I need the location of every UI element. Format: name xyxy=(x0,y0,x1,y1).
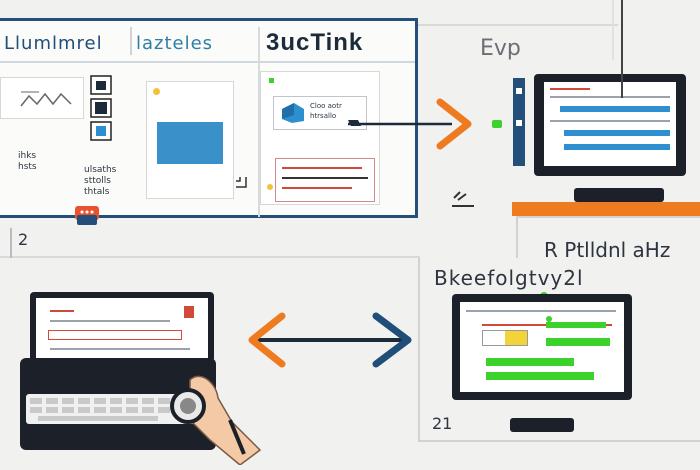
green-dot xyxy=(269,78,274,83)
monitor-label: Evp xyxy=(480,36,521,61)
image-thumbnail xyxy=(157,122,223,164)
laptop-line-2 xyxy=(50,348,190,350)
sync-bar-3 xyxy=(486,372,594,380)
sync-bar-small xyxy=(546,322,606,328)
screen-bar-2 xyxy=(564,130,670,136)
hand-icon xyxy=(160,370,270,470)
screen-line-1 xyxy=(550,96,670,98)
panel-title-left: Llumlmrel xyxy=(4,33,103,54)
sync-marker xyxy=(546,316,552,322)
cube-icon xyxy=(280,101,306,130)
monitor-stand xyxy=(574,188,664,202)
divider-left-mid xyxy=(10,228,12,258)
step-number-left: 2 xyxy=(18,230,29,249)
note-b: ulsaths sttolls thtals xyxy=(84,165,117,197)
divider-right-v xyxy=(516,216,518,258)
form-lines xyxy=(275,158,375,202)
sync-arrow xyxy=(248,312,412,368)
screen-bar-3 xyxy=(564,144,670,150)
banner-label: R Ptlldnl aHz xyxy=(544,238,671,262)
sync-panel xyxy=(418,258,700,442)
sync-bar-2 xyxy=(486,358,574,366)
arrow-right-top xyxy=(348,98,472,150)
panel-title-right: 3ucTink xyxy=(266,29,364,56)
divider-mid xyxy=(0,256,420,258)
laptop-input xyxy=(48,330,182,340)
sync-line-1 xyxy=(466,310,616,312)
resize-icon xyxy=(234,175,248,194)
monitor-screen xyxy=(544,82,676,166)
laptop-line-red xyxy=(50,310,74,312)
chat-icon xyxy=(74,205,100,232)
side-rail xyxy=(513,78,525,166)
cable xyxy=(621,0,623,98)
image-card xyxy=(146,81,234,199)
sync-bar-1 xyxy=(546,338,610,346)
sync-monitor xyxy=(452,294,632,400)
column-separator xyxy=(258,27,260,217)
panel-header: Llumlmrel lazteles 3ucTink xyxy=(0,21,415,63)
wave-icon xyxy=(19,86,79,117)
screen-line-red xyxy=(550,88,590,90)
laptop-screen xyxy=(30,292,214,362)
note-a: ihks hsts xyxy=(18,151,37,172)
yellow-dot xyxy=(267,184,273,190)
panel-title-mid: lazteles xyxy=(136,33,214,54)
workflow-panel: Llumlmrel lazteles 3ucTink ihks hsts uls… xyxy=(0,18,418,225)
sync-swatch xyxy=(482,330,528,346)
laptop-icon xyxy=(448,184,478,217)
form-line-3 xyxy=(282,187,352,189)
status-dot xyxy=(153,88,160,95)
wireframe-form xyxy=(0,77,84,119)
divider-top-right xyxy=(612,0,614,60)
form-line-2 xyxy=(282,177,368,179)
desk-surface xyxy=(512,202,700,216)
icon-stack xyxy=(90,75,112,148)
divider-top xyxy=(418,24,618,26)
screen-line-2 xyxy=(550,120,670,122)
preview-label: Cloo aotr htrsallo xyxy=(310,102,342,120)
laptop-display xyxy=(36,298,208,360)
sync-monitor-stand xyxy=(510,418,574,432)
header-separator xyxy=(130,27,132,55)
sync-panel-title: Bkeefolgtvy2l xyxy=(434,266,584,290)
laptop-line-1 xyxy=(50,320,170,322)
sync-screen xyxy=(460,302,624,392)
form-line-1 xyxy=(282,167,362,169)
green-cursor xyxy=(492,120,502,128)
desktop-monitor xyxy=(534,74,686,176)
laptop-badge xyxy=(184,306,194,318)
divider-right xyxy=(516,216,700,218)
step-number-right: 21 xyxy=(432,414,453,433)
screen-bar-1 xyxy=(560,106,670,112)
